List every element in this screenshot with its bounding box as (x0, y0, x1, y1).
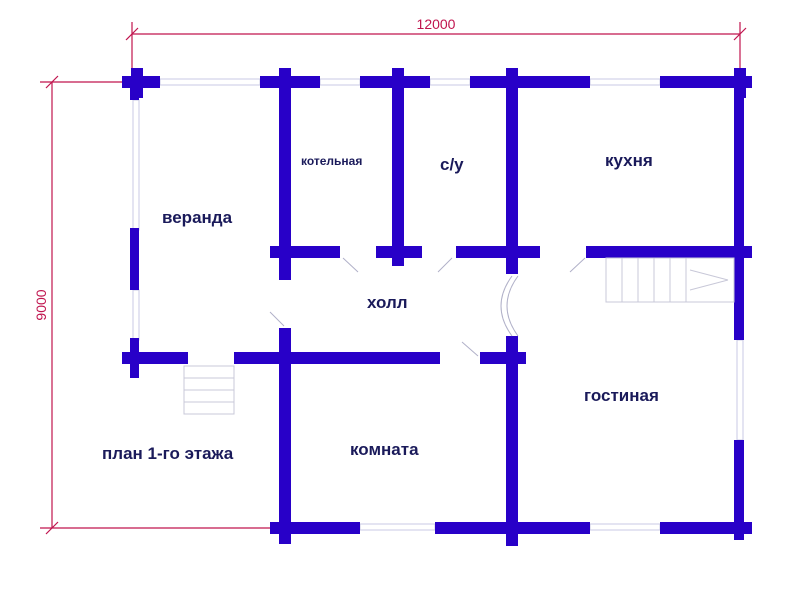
dimension-width: 12000 (125, 16, 747, 70)
room-label-living-room: гостиная (584, 386, 659, 405)
room-label-veranda: веранда (162, 208, 233, 227)
room-label-kitchen: кухня (605, 151, 653, 170)
room-label-boiler-room: котельная (301, 154, 362, 168)
height-label: 9000 (33, 289, 49, 320)
doors (269, 257, 586, 357)
walls (122, 68, 752, 546)
plan-title: план 1-го этажа (102, 444, 234, 463)
stairs-upper (605, 257, 735, 303)
width-label: 12000 (417, 16, 456, 32)
stairs-veranda (183, 365, 235, 415)
room-label-bathroom: с/у (440, 155, 464, 174)
room-label-hall: холл (367, 293, 408, 312)
room-label-bedroom: комната (350, 440, 419, 459)
dimension-height: 9000 (33, 75, 280, 535)
